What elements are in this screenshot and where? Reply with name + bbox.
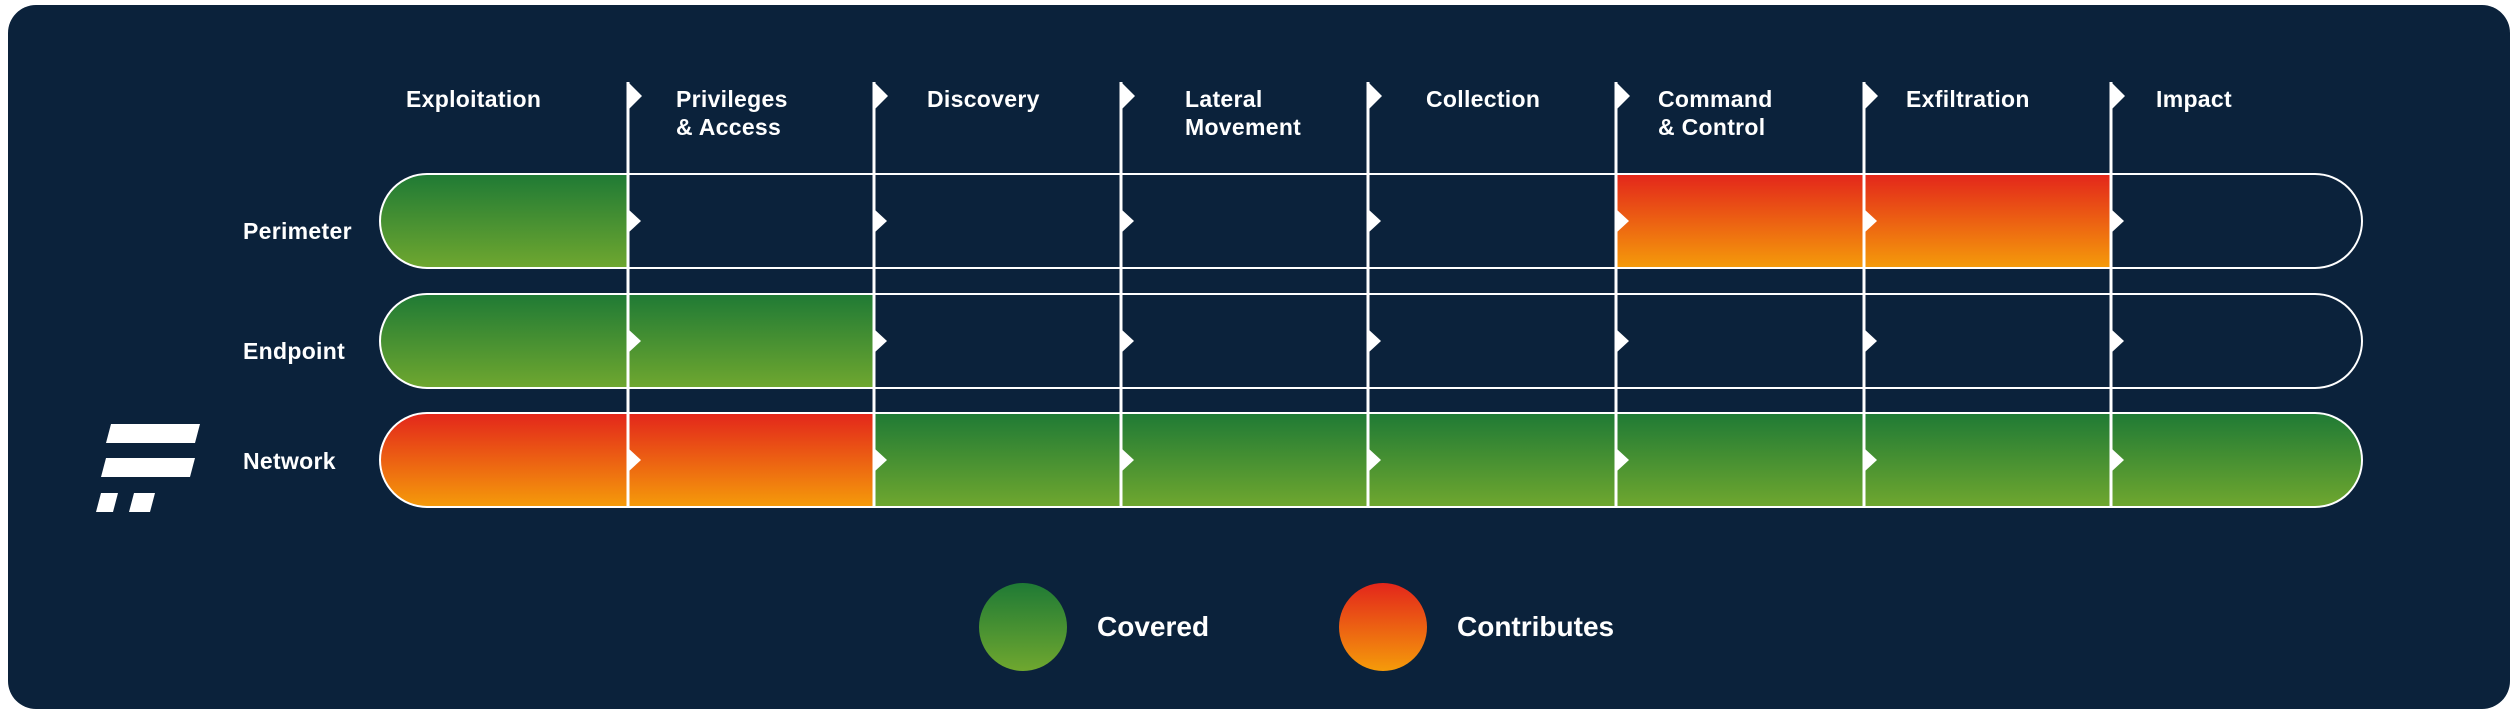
stage-chevron-marker [1864,329,1877,353]
legend-contributes-swatch [1339,583,1427,671]
coverage-cell-network-5-covered [1368,413,1616,507]
coverage-cell-endpoint-2-covered [628,294,874,388]
coverage-cell-endpoint-1-covered [380,294,628,388]
coverage-cell-network-1-contributes [380,413,628,507]
stage-header-flag [2111,82,2125,110]
row-label-endpoint: Endpoint [243,338,346,364]
coverage-cell-perimeter-6-contributes [1616,174,1864,268]
stage-header-flag [1121,82,1135,110]
stage-chevron-marker [1368,448,1381,472]
coverage-cell-network-3-covered [874,413,1121,507]
coverage-cell-network-6-covered [1616,413,1864,507]
coverage-cell-network-4-covered [1121,413,1368,507]
coverage-cell-perimeter-1-covered [380,174,628,268]
stage-chevron-marker [1616,209,1629,233]
stage-label-lateral-movement: Lateral Movement [1185,86,1302,140]
stage-label-collection: Collection [1426,86,1541,112]
row-label-perimeter: Perimeter [243,218,352,244]
stage-chevron-marker [1121,209,1134,233]
stage-label-privileges-access: Privileges & Access [676,86,788,140]
stage-chevron-marker [1121,448,1134,472]
stage-header-flag [628,82,642,110]
stage-chevron-marker [1864,209,1877,233]
stage-chevron-marker [1368,329,1381,353]
stage-header-flag [1616,82,1630,110]
coverage-cell-perimeter-7-contributes [1864,174,2111,268]
coverage-row-outline [379,412,2363,508]
coverage-row-outline [379,293,2363,389]
stage-chevron-marker [1121,329,1134,353]
stage-chevron-marker [1616,448,1629,472]
stage-chevron-marker [628,209,641,233]
stage-chevron-marker [874,448,887,472]
stage-chevron-marker [874,209,887,233]
stage-header-flag [874,82,888,110]
coverage-row-endpoint [380,294,874,388]
stage-chevron-marker [2111,209,2124,233]
stage-chevron-marker [628,448,641,472]
stacked-bars-logo-icon [96,424,200,512]
row-label-network: Network [243,448,336,474]
legend-contributes-label: Contributes [1457,611,1615,642]
coverage-row-outline [379,173,2363,269]
stage-label-exfiltration: Exfiltration [1906,86,2030,112]
stage-label-command-control: Command & Control [1658,86,1773,140]
stage-chevron-marker [1368,209,1381,233]
stage-chevron-marker [1616,329,1629,353]
stage-label-impact: Impact [2156,86,2232,112]
legend-covered-swatch [979,583,1067,671]
stage-chevron-marker [1864,448,1877,472]
coverage-cell-network-7-covered [1864,413,2111,507]
coverage-cell-network-2-contributes [628,413,874,507]
stage-chevron-marker [2111,329,2124,353]
stage-label-discovery: Discovery [927,86,1040,112]
stage-chevron-marker [874,329,887,353]
stage-header-flag [1864,82,1878,110]
stage-chevron-marker [2111,448,2124,472]
coverage-row-network [380,413,2362,507]
coverage-row-perimeter [380,174,2111,268]
stage-chevron-marker [628,329,641,353]
stage-label-exploitation: Exploitation [406,86,542,112]
coverage-cell-network-8-covered [2111,413,2362,507]
legend-covered-label: Covered [1097,611,1210,642]
stage-header-flag [1368,82,1382,110]
